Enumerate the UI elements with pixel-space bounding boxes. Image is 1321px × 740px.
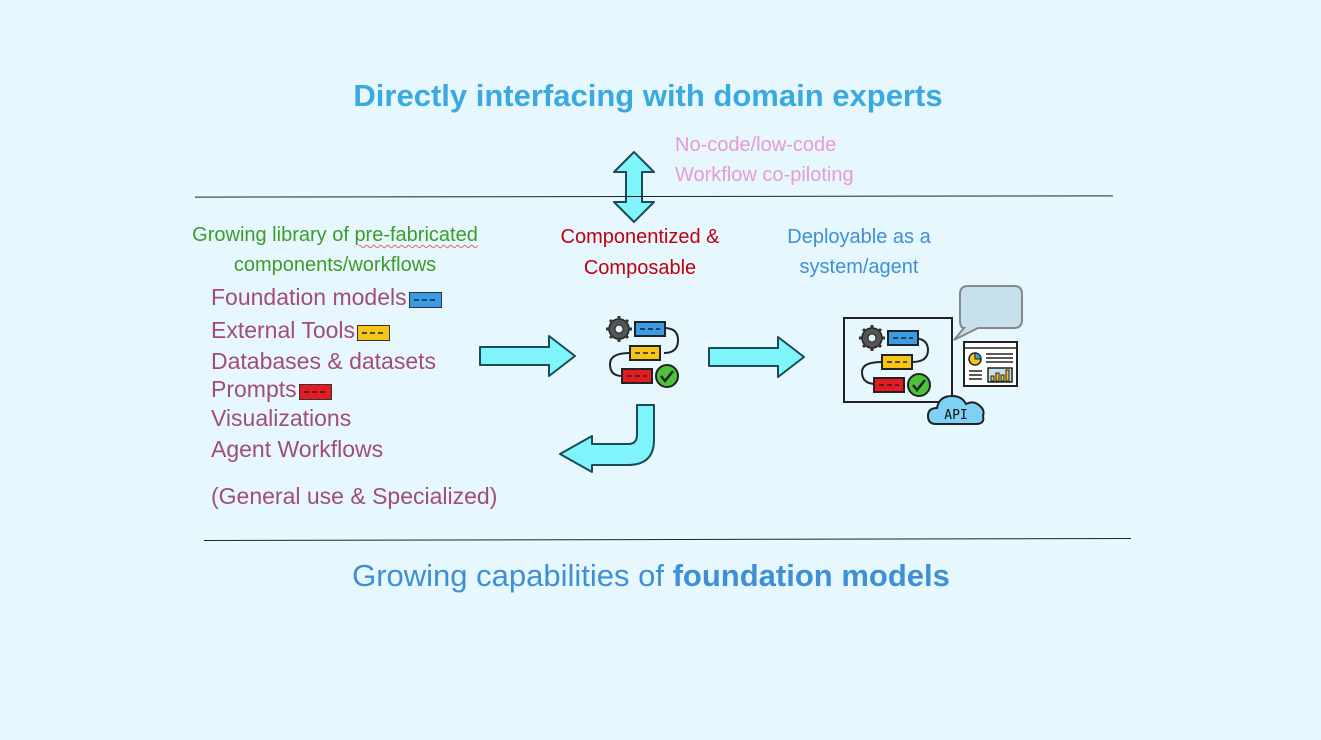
library-heading: Growing library of pre-fabricated compon…: [170, 220, 500, 280]
blue-chip-icon: [408, 291, 442, 308]
double-arrow-icon: [613, 151, 655, 223]
return-arrow-icon: [559, 404, 655, 473]
dashboard-icon: [963, 341, 1018, 387]
item-label: External Tools: [211, 317, 356, 343]
composable-heading: Componentized & Composable: [540, 222, 740, 284]
deployable-heading: Deployable as a system/agent: [770, 222, 948, 282]
bottom-title-prefix: Growing capabilities of: [352, 558, 673, 593]
speech-bubble-icon: [953, 285, 1023, 341]
deployed-agent-icon: API: [843, 285, 1023, 425]
note-no-code: No-code/low-code: [675, 134, 837, 156]
item-label: Prompts: [211, 376, 297, 402]
item-databases: Databases & datasets: [211, 348, 437, 374]
item-external-tools: External Tools: [211, 317, 391, 344]
lower-divider: [203, 538, 1131, 541]
right-arrow-icon: [479, 335, 576, 377]
bottom-title-bold: foundation models: [672, 558, 950, 593]
gear-icon: [606, 316, 632, 342]
item-visualizations: Visualizations: [211, 405, 352, 431]
yellow-chip-icon: [357, 324, 391, 341]
deployable-line2: system/agent: [799, 256, 919, 278]
item-label: Foundation models: [211, 284, 407, 310]
bottom-title: Growing capabilities of foundation model…: [0, 558, 1302, 594]
deployable-line1: Deployable as a: [787, 226, 931, 248]
workflow-icon: [606, 316, 680, 388]
api-label: API: [944, 408, 967, 423]
red-chip-icon: [298, 383, 332, 400]
right-arrow-icon: [708, 336, 805, 378]
interface-notes: No-code/low-code Workflow co-piloting: [675, 130, 854, 190]
composable-line2: Composable: [583, 257, 697, 279]
composable-line1: Componentized &: [560, 226, 720, 248]
library-footnote: (General use & Specialized): [211, 483, 498, 509]
check-icon: [655, 364, 679, 388]
api-cloud-icon: API: [926, 394, 985, 425]
library-heading-underlined: pre-fabricated: [354, 224, 478, 246]
library-heading-prefix: Growing library of: [192, 224, 355, 246]
item-agent-workflows: Agent Workflows: [211, 436, 384, 462]
top-title: Directly interfacing with domain experts: [353, 78, 943, 113]
library-heading-line2: components/workflows: [233, 254, 437, 276]
note-copiloting: Workflow co-piloting: [675, 164, 854, 186]
item-foundation-models: Foundation models: [211, 284, 442, 311]
item-prompts: Prompts: [211, 376, 332, 403]
